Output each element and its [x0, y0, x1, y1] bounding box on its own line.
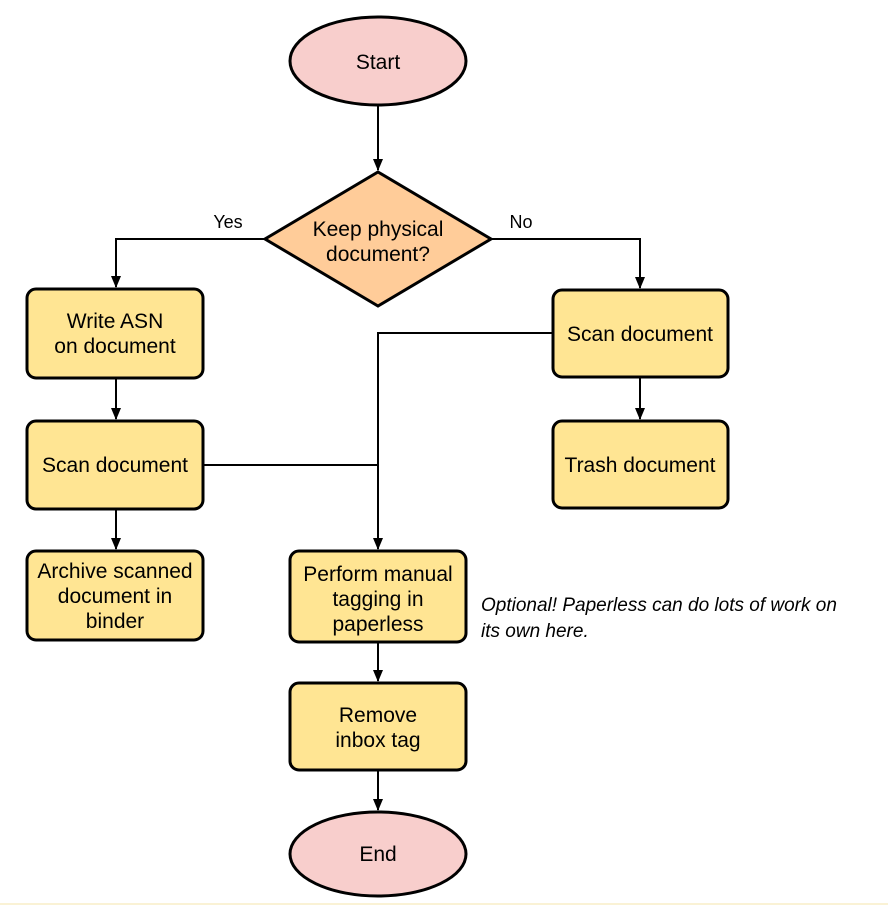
node-remove-inbox-tag-process: [288, 681, 468, 772]
node-keep-physical-decision: [262, 170, 494, 308]
node-scan-document-left-process: [25, 419, 205, 511]
node-write-asn-label-line2: on document: [54, 335, 176, 358]
node-remove-inbox-tag-label-line2: inbox tag: [335, 729, 420, 752]
edge-label-no: No: [509, 212, 532, 232]
node-perform-tagging-label-line3: paperless: [332, 613, 423, 636]
node-archive-scanned-label-line1: Archive scanned: [37, 560, 192, 583]
node-scan-document-left-label: Scan document: [42, 454, 188, 477]
node-end-label: End: [359, 843, 396, 866]
node-archive-scanned-process: [25, 549, 205, 642]
node-perform-tagging-label-line2: tagging in: [332, 588, 423, 611]
annotation-optional-line1: Optional! Paperless can do lots of work …: [481, 595, 837, 616]
node-write-asn-label-line1: Write ASN: [67, 310, 163, 333]
node-remove-inbox-tag-label-line1: Remove: [339, 704, 417, 727]
node-scan-document-right-process: [551, 288, 730, 379]
node-start-label: Start: [356, 51, 401, 74]
edge-decision-yes-to-write-asn: [111, 238, 265, 288]
node-scan-document-right-label: Scan document: [567, 323, 713, 346]
edge-decision-no-to-scan-right: [491, 238, 645, 289]
node-write-asn-process: [25, 287, 205, 380]
node-start-terminal: [288, 15, 468, 107]
node-end-terminal: [288, 810, 468, 898]
node-keep-physical-label-line1: Keep physical: [313, 218, 444, 241]
annotation-optional-line2: its own here.: [481, 621, 589, 642]
node-trash-document-label: Trash document: [565, 454, 716, 477]
node-trash-document-process: [551, 419, 730, 510]
node-perform-tagging-label-line1: Perform manual: [303, 563, 452, 586]
node-archive-scanned-label-line2: document in: [58, 585, 172, 608]
node-keep-physical-label-line2: document?: [326, 243, 430, 266]
edge-scan-right-to-perform-tagging: [373, 332, 553, 550]
edge-label-yes: Yes: [213, 212, 242, 232]
node-archive-scanned-label-line3: binder: [86, 610, 144, 633]
node-perform-tagging-process: [288, 549, 468, 644]
